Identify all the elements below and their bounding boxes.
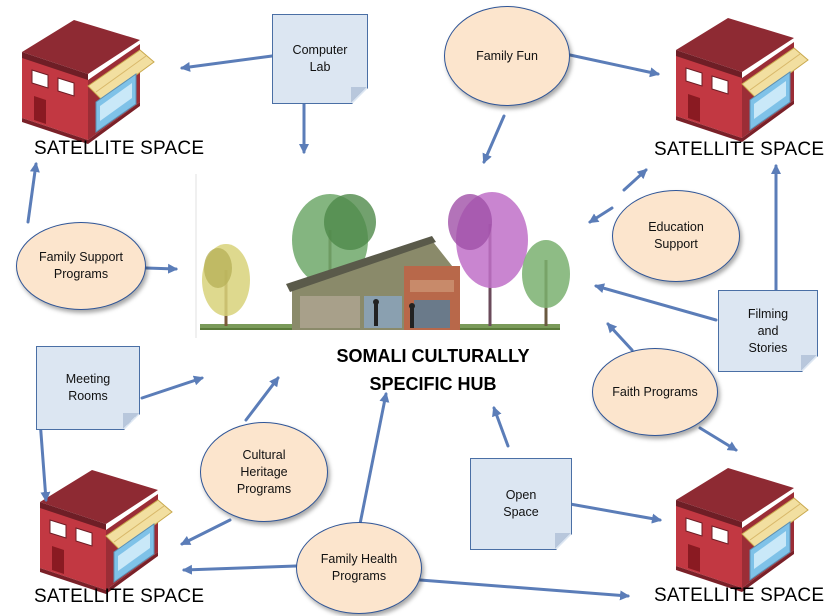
arrow-filming-to-hub	[594, 283, 718, 322]
note-filming-stories-label: Filming and Stories	[747, 306, 789, 355]
arrow-open-space-to-hub	[492, 406, 510, 448]
arrow-family-support-to-hub	[144, 263, 178, 274]
arrows	[26, 53, 781, 601]
satellite-label-top-left: SATELLITE SPACE	[34, 138, 205, 159]
oval-faith-programs: Faith Programs	[592, 348, 718, 436]
oval-family-health: Family Health Programs	[296, 522, 422, 614]
oval-faith-programs-label: Faith Programs	[612, 384, 698, 399]
note-open-space-label: Open Space	[503, 488, 539, 519]
note-meeting-rooms: Meeting Rooms	[36, 346, 140, 430]
hub-building-illustration	[195, 174, 570, 338]
arrow-open-space-to-satellite	[568, 502, 662, 524]
satellite-building-bottom-right	[675, 467, 809, 593]
satellite-building-bottom-left	[39, 469, 173, 595]
oval-cultural-heritage-label: Cultural Heritage Programs	[236, 447, 292, 496]
oval-family-support: Family Support Programs	[16, 222, 146, 310]
oval-education-support-label: Education Support	[648, 220, 704, 251]
note-computer-lab: Computer Lab	[272, 14, 368, 104]
arrow-cultural-to-satellite	[180, 518, 232, 546]
satellite-label-bottom-left: SATELLITE SPACE	[34, 586, 205, 607]
satellite-label-bottom-right: SATELLITE SPACE	[654, 585, 825, 606]
hub-title: SOMALI CULTURALLY SPECIFIC HUB	[336, 346, 530, 394]
arrow-family-fun-to-satellite-top-right	[568, 53, 660, 78]
oval-family-support-label: Family Support Programs	[38, 250, 124, 281]
note-meeting-rooms-label: Meeting Rooms	[65, 372, 111, 403]
arrow-meeting-rooms-to-hub	[140, 375, 204, 400]
arrow-meeting-rooms-to-satellite	[38, 418, 51, 502]
arrow-family-health-to-satellite-right	[418, 578, 630, 601]
arrow-computer-lab-to-satellite-top-left	[180, 54, 274, 72]
note-computer-lab-label: Computer Lab	[292, 43, 348, 74]
arrow-family-fun-to-hub	[482, 114, 506, 164]
arrow-family-health-to-hub	[358, 392, 390, 526]
oval-family-fun-label: Family Fun	[476, 48, 538, 63]
note-open-space: Open Space	[470, 458, 572, 550]
oval-family-fun: Family Fun	[444, 6, 570, 106]
oval-education-support: Education Support	[612, 190, 740, 282]
note-filming-stories: Filming and Stories	[718, 290, 818, 372]
arrow-faith-to-satellite-bottom-right	[698, 426, 738, 452]
satellite-building-top-left	[21, 19, 155, 145]
arrow-education-to-satellite	[622, 168, 648, 192]
arrow-family-health-to-satellite-left	[182, 564, 298, 575]
satellite-label-top-right: SATELLITE SPACE	[654, 139, 825, 160]
satellite-building-top-right	[675, 17, 809, 143]
oval-cultural-heritage: Cultural Heritage Programs	[200, 422, 328, 522]
oval-family-health-label: Family Health Programs	[320, 552, 398, 583]
arrow-family-support-to-satellite	[26, 162, 40, 224]
arrow-cultural-to-hub	[244, 376, 280, 422]
arrow-faith-to-hub	[606, 322, 634, 352]
arrow-education-to-hub	[588, 206, 614, 224]
